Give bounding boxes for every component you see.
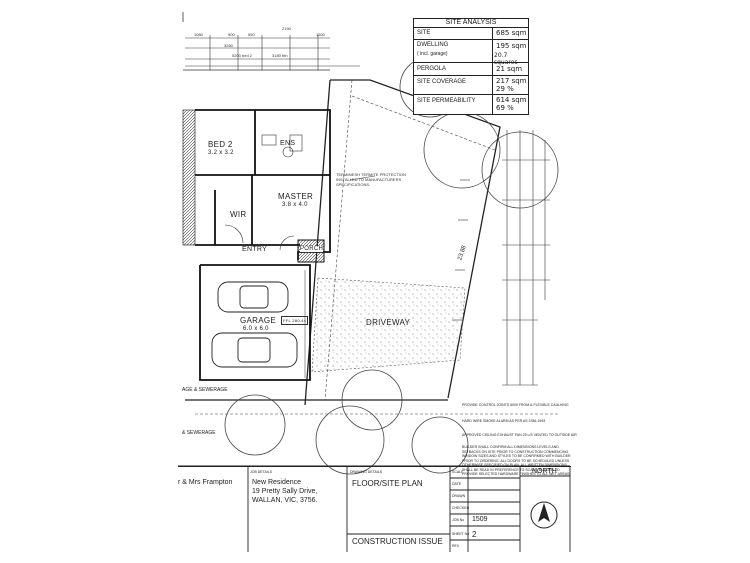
room-size-master: 3.8 x 4.0 (282, 202, 308, 208)
field-label: SHEET No (452, 532, 470, 536)
table-row: DWELLING ( incl. garage) 195 sqm 20.7 sq… (414, 40, 528, 66)
dim-text: 900 (228, 32, 235, 37)
dimension-lines-top (185, 35, 360, 70)
dim-text: 550 (248, 32, 255, 37)
dim-text: 1500 (316, 32, 325, 37)
field-label: DRAWN (452, 494, 466, 498)
dim-text: 3260 (224, 43, 233, 48)
site-analysis-title: SITE ANALYSIS (414, 19, 528, 28)
note-text: PROVIDE CONTROL JOINTS 6000 FROM & FLEXI… (462, 403, 569, 407)
dimension-lines-right (502, 130, 550, 386)
room-label-garage: GARAGE (240, 316, 277, 325)
table-row: SITE COVERAGE 217 sqm 29 % (414, 76, 528, 95)
driveway (311, 277, 466, 373)
title-block: r & Mrs Frampton JOB DETAILS New Residen… (178, 466, 571, 553)
drawing-label: DRAWING DETAILS (350, 470, 383, 474)
room-label-entry: ENTRY (242, 246, 268, 253)
project-line: 19 Pretty Sally Drive, (252, 488, 318, 495)
north-arrow-icon (530, 501, 558, 529)
room-label-wir: WIR (230, 210, 247, 219)
dim-text: 3180 bth (272, 53, 288, 58)
note-text: HARD WIRE SMOKE ALARM AS PER AS 3786-199… (462, 419, 546, 423)
sewerage-label: AGE & SEWERAGE (182, 387, 228, 393)
field-label: CHECKED (452, 506, 470, 510)
note-text: APPROVED CEILING EXHAUST FAN 25 L/S VENT… (462, 433, 577, 437)
issue-status: CONSTRUCTION ISSUE (352, 537, 443, 546)
north-label: NORTH (532, 468, 557, 475)
project-label: JOB DETAILS (250, 470, 273, 474)
project-line: WALLAN, VIC, 3756. (252, 497, 318, 504)
field-label: DATE (452, 482, 462, 486)
dim-text: 5200 bed 2 (232, 53, 253, 58)
table-row: SITE PERMEABILITY 614 sqm 69 % (417, 96, 527, 112)
project-line: New Residence (252, 479, 302, 486)
field-label: JOB No (452, 518, 465, 522)
room-label-driveway: DRIVEWAY (366, 318, 411, 327)
table-row: PERGOLA 21 sqm (414, 63, 528, 76)
client-name: r & Mrs Frampton (178, 479, 233, 486)
room-label-ens: ENS (280, 140, 296, 147)
field-label: REV (452, 544, 460, 548)
dim-text: 2190 (282, 26, 291, 31)
job-number: 1509 (472, 516, 488, 523)
termite-note: TERMIMESH TERMITE PROTECTION INSTALLED T… (336, 172, 406, 187)
garage-level: FFL 280.44 (281, 316, 309, 325)
room-label-master: MASTER (278, 192, 314, 201)
site-analysis-table: SITE ANALYSIS SITE 685 sqm DWELLING ( in… (413, 18, 529, 115)
table-row: SITE 685 sqm (414, 27, 528, 40)
room-label-porch: PORCH (300, 246, 324, 252)
room-label-bed2: BED 2 (208, 140, 233, 149)
drawing-title: FLOOR/SITE PLAN (352, 479, 423, 488)
field-label: SCALE (452, 470, 464, 474)
room-size-bed2: 3.2 x 3.2 (208, 150, 234, 156)
room-size-garage: 6.0 x 6.0 (243, 326, 269, 332)
sewerage-label: & SEWERAGE (182, 430, 216, 436)
sheet-number: 2 (472, 530, 477, 539)
note-text: BUILDER SHALL CONFIRM ALL DIMENSIONS LEV… (462, 445, 571, 476)
dim-text: 1080 (194, 32, 203, 37)
car-icon (211, 281, 298, 368)
